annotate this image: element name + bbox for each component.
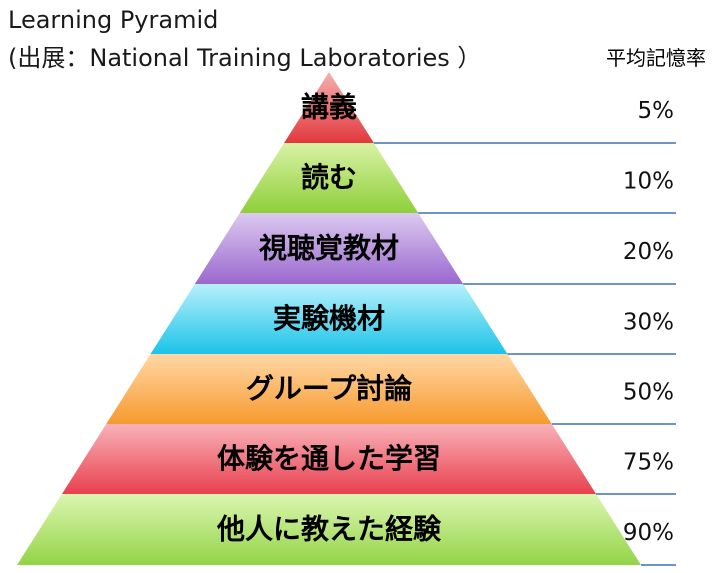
- retention-rate-value: 20%: [623, 239, 674, 265]
- retention-rate-value: 30%: [623, 309, 674, 335]
- retention-rate-value: 75%: [623, 449, 674, 475]
- pyramid-tier-2: [239, 143, 419, 213]
- pyramid-tier-6: [61, 424, 597, 494]
- tier-label: グループ討論: [246, 372, 413, 405]
- tier-label: 他人に教えた経験: [216, 513, 442, 546]
- retention-rate-value: 5%: [638, 98, 675, 124]
- tier-label: 体験を通した学習: [217, 442, 441, 475]
- tier-label: 講義: [301, 91, 357, 124]
- retention-rate-header: 平均記憶率: [606, 46, 706, 70]
- pyramid-tier-1: [284, 72, 374, 143]
- diagram-title: Learning Pyramid: [8, 6, 219, 34]
- tier-label: 読む: [301, 161, 357, 194]
- tier-label: 視聴覚教材: [259, 232, 399, 265]
- diagram-source: (出展：National Training Laboratories ）: [8, 44, 482, 72]
- retention-rate-value: 50%: [623, 379, 674, 405]
- tier-label: 実験機材: [273, 302, 385, 335]
- retention-rate-value: 90%: [623, 520, 674, 546]
- pyramid-tier-5: [106, 354, 552, 424]
- retention-rate-value: 10%: [623, 168, 674, 194]
- pyramid-tier-3: [194, 213, 464, 284]
- pyramid-tier-7: [17, 494, 641, 565]
- pyramid-tier-4: [150, 284, 508, 354]
